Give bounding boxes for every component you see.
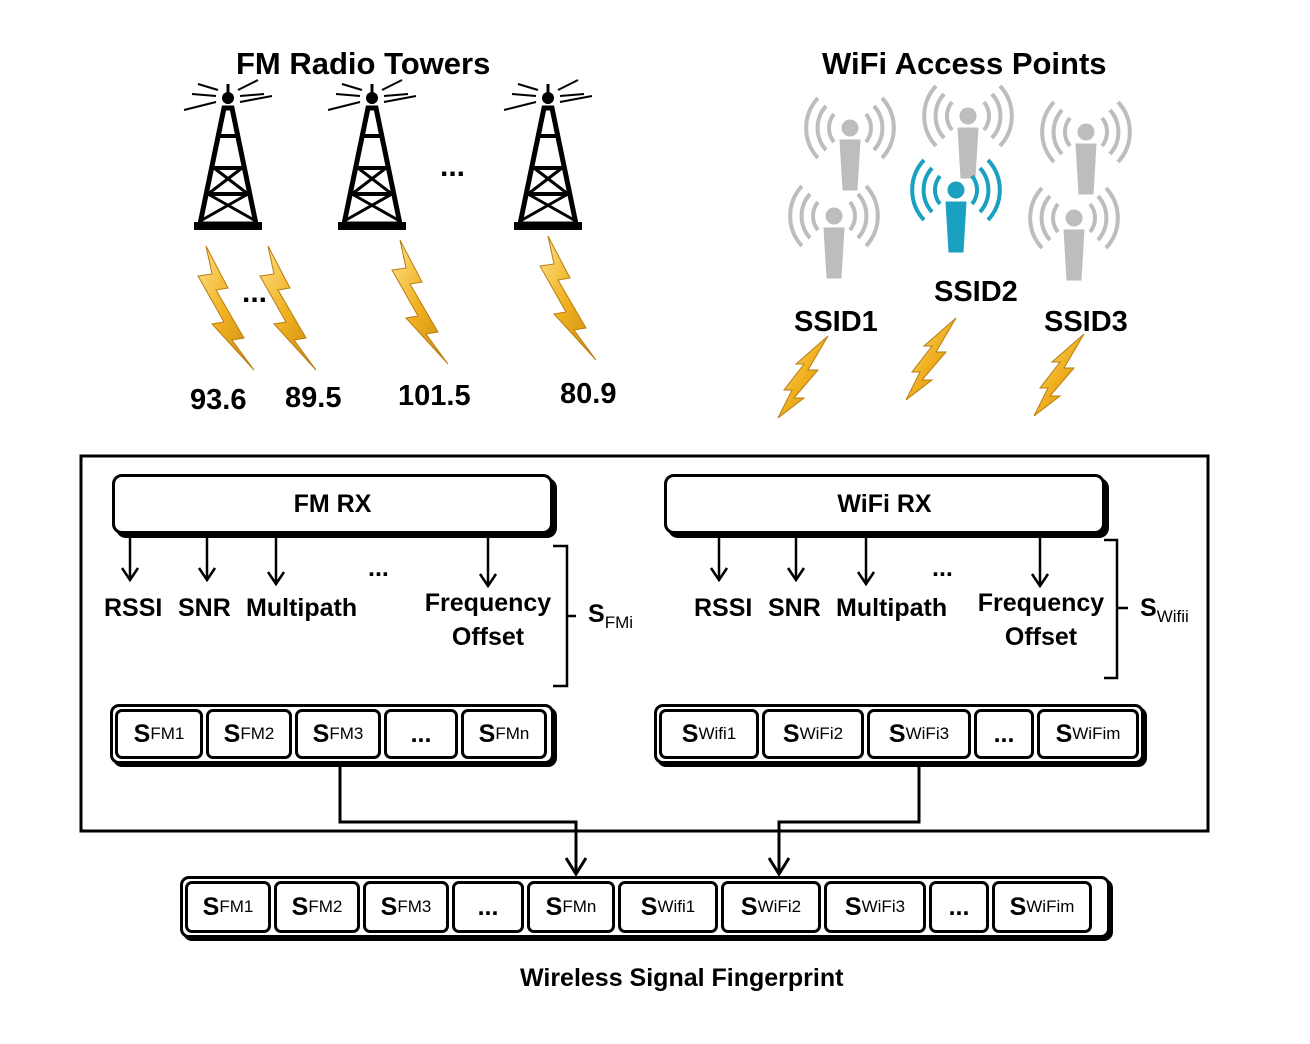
fm-rx-block: FM RX <box>112 474 553 534</box>
wifi-access-point-icon <box>804 96 896 192</box>
frequency-label: 93.6 <box>190 384 247 416</box>
frequency-label: 101.5 <box>398 380 471 412</box>
fingerprint-cell-ellipsis: ... <box>929 881 989 933</box>
wifi-access-point-icon <box>788 184 880 280</box>
lightning-bolt-icon <box>539 235 597 361</box>
wifi-feature-symbol: SWifii <box>1140 594 1189 626</box>
feature-cell-ellipsis: ... <box>974 709 1034 759</box>
wifi-title: WiFi Access Points <box>822 46 1107 81</box>
metric-rssi: RSSI <box>694 594 753 622</box>
metric-ellipsis: ... <box>368 554 389 582</box>
metric-ellipsis: ... <box>932 554 953 582</box>
fm-rx-label: FM RX <box>293 489 372 518</box>
lightning-bolt-icon <box>777 335 829 419</box>
fingerprint-caption: Wireless Signal Fingerprint <box>520 964 844 992</box>
bolt-ellipsis: ... <box>242 276 268 309</box>
metric-rssi: RSSI <box>104 594 163 622</box>
fm-metric-arrows <box>120 538 498 589</box>
ssid-label: SSID3 <box>1044 306 1128 338</box>
metric-frequency-offset: Frequency Offset <box>973 586 1109 654</box>
wifi-rx-label: WiFi RX <box>837 489 932 518</box>
lightning-bolt-icon <box>391 239 449 365</box>
fm-title: FM Radio Towers <box>236 46 491 81</box>
fingerprint-cell-ellipsis: ... <box>452 881 524 933</box>
radio-tower-icon <box>504 80 592 230</box>
frequency-label: 89.5 <box>285 382 342 414</box>
fm-feature-symbol: SFMi <box>588 600 634 632</box>
ssid-label: SSID2 <box>934 276 1018 308</box>
metric-frequency-offset: Frequency Offset <box>420 586 556 654</box>
frequency-offset-line2: Offset <box>451 623 525 651</box>
metric-multipath: Multipath <box>836 594 948 622</box>
metric-snr: SNR <box>768 594 821 622</box>
wifi-access-point-icon <box>922 84 1014 180</box>
radio-tower-icon <box>328 80 416 230</box>
lightning-bolt-icon <box>905 317 957 401</box>
tower-ellipsis: ... <box>440 150 466 183</box>
wifi-access-point-icon <box>1040 100 1132 196</box>
wifi-metric-arrows <box>709 538 1050 589</box>
ssid-label: SSID1 <box>794 306 878 338</box>
wifi-access-point-icon <box>1028 186 1120 282</box>
fm-metrics-brace <box>553 544 576 688</box>
feature-cell-ellipsis: ... <box>384 709 458 759</box>
wifi-rx-block: WiFi RX <box>664 474 1105 534</box>
frequency-offset-line2: Offset <box>1004 623 1078 651</box>
frequency-offset-line1: Frequency <box>424 589 552 617</box>
fingerprint-connectors <box>338 764 921 877</box>
wifi-metrics-brace <box>1104 538 1128 680</box>
metric-snr: SNR <box>178 594 231 622</box>
frequency-label: 80.9 <box>560 378 617 410</box>
lightning-bolt-icon <box>1033 333 1085 417</box>
lightning-bolt-icon <box>259 245 317 371</box>
wifi-access-point-icon-active <box>910 158 1002 254</box>
receiver-box <box>79 454 1210 833</box>
radio-tower-icon <box>184 80 272 230</box>
frequency-offset-line1: Frequency <box>977 589 1105 617</box>
metric-multipath: Multipath <box>246 594 358 622</box>
